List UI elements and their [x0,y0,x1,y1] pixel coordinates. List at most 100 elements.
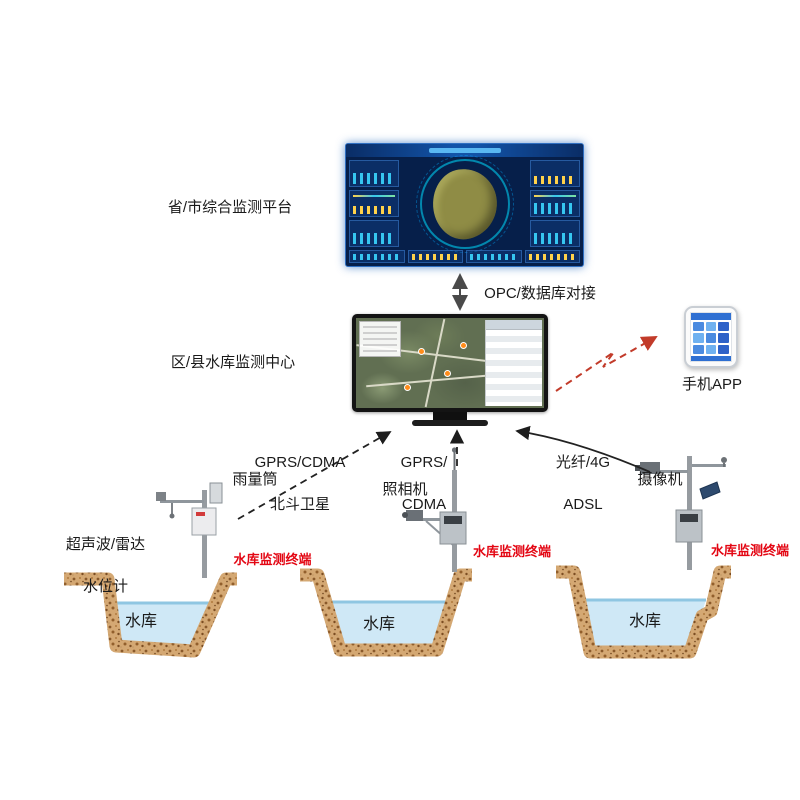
dashboard-body [349,154,580,253]
app-tile [693,333,704,343]
fiber-4g-line1: 光纤/4G [555,454,611,471]
gprs-cdma-label: GPRS/ CDMA [394,431,454,536]
bar-chart-decor [353,233,395,244]
legend-text-decor [363,326,397,353]
map-marker [444,370,451,377]
map-ring [419,158,510,249]
wind-sensor [721,457,727,463]
dashboard-bottom-strip [349,250,580,263]
reservoir-label-middle: 水库 [362,616,395,633]
rain-gauge-label: 雨量筒 [232,471,278,488]
opc-link-label: OPC/数据库对接 [484,285,596,302]
center-label: 区/县水库监测中心 [170,354,296,371]
terminal-screen-right [680,514,698,522]
water-right [584,600,706,650]
bar-chart-decor [353,173,395,184]
bar-chart-decor [534,203,576,214]
app-tile [705,322,717,332]
gprs-beidou-arrow [237,431,392,520]
terminal-led-left [196,512,205,516]
table-rows-decor [486,330,542,406]
app-tile [693,344,704,354]
phone-link-arrow [555,336,658,392]
water-left [111,603,215,652]
phone-app-footer [691,356,731,361]
line-chart-decor [534,195,576,197]
bar-chart-decor [353,254,401,260]
bar-chart-decor [470,254,518,260]
reservoir-label-left: 水库 [124,613,157,630]
monitor-stand-base [412,420,488,426]
sensor-tip-left [169,513,175,519]
dashboard-title-decor [428,148,501,153]
dashboard-panel [530,220,580,247]
photo-camera-body [406,510,423,521]
map-marker [460,342,467,349]
dashboard-header [346,144,583,157]
video-camera-body [640,462,660,474]
terminal-label-right: 水库监测终端 [710,543,789,558]
video-camera-label: 摄像机 [637,471,683,488]
crossarm-middle [414,518,454,521]
bar-chart-decor [534,233,576,244]
dashboard-panel [530,190,580,217]
crossarm-right-left [648,470,688,473]
gprs-cdma-line1: GPRS/ [400,454,448,471]
fiber-4g-label: 光纤/4G ADSL [543,431,623,536]
dashboard-right-column [530,160,580,247]
dashboard-panel [349,160,399,187]
map-marker [404,384,411,391]
app-tile [705,344,717,354]
soil-bank-right [556,565,731,659]
water-level-gauge-label: 超声波/雷达 水位计 [48,513,163,618]
water-middle [329,602,448,648]
water-level-line2: 水位计 [82,578,128,595]
phone-app-header [691,313,731,320]
dashboard-panel [349,190,399,217]
map-road [366,374,486,388]
app-tile [693,322,704,332]
bar-chart-decor [411,254,459,260]
soil-bank-left [64,572,237,658]
dashboard-panel [530,160,580,187]
crossarm-left [160,500,204,503]
phone-app-grid [691,320,731,356]
monitor-data-table [485,320,542,406]
reservoir-left [64,572,237,658]
photo-camera-label: 照相机 [382,481,428,498]
rain-gauge-cylinder [209,482,223,504]
terminal-label-left: 水库监测终端 [233,552,312,567]
bar-chart-decor [353,206,395,214]
water-level-line1: 超声波/雷达 [65,536,146,553]
terminal-screen-middle [444,516,462,524]
map-road [424,318,446,408]
station-right [635,456,727,570]
station-left [156,482,223,578]
solar-panel [699,481,721,500]
reservoir-middle [300,568,472,657]
fiber-4g-arrow [515,425,651,473]
mobile-phone [684,306,738,368]
bar-chart-decor [528,254,576,260]
crossarm-right-right [692,464,726,467]
antenna-tip-middle [451,447,458,453]
dashboard-panel [466,250,522,263]
map-layer-legend [359,321,401,357]
app-tile [718,333,729,343]
reservoir-right [556,565,731,659]
station-middle [402,447,467,572]
app-tile [718,322,729,332]
fiber-4g-line2: ADSL [563,496,603,513]
gprs-beidou-label: GPRS/CDMA 北斗卫星 [235,431,365,536]
app-tile [718,344,729,354]
gprs-cdma-line2: CDMA [401,496,447,513]
phone-app-label: 手机APP [681,376,742,393]
soil-bank-middle [300,568,472,657]
dashboard-map-area [402,154,527,253]
sensor-box-left [156,492,166,501]
video-camera-lens [635,465,640,471]
bar-chart-decor [534,176,576,184]
dashboard-panel [349,220,399,247]
platform-label: 省/市综合监测平台 [167,199,293,216]
